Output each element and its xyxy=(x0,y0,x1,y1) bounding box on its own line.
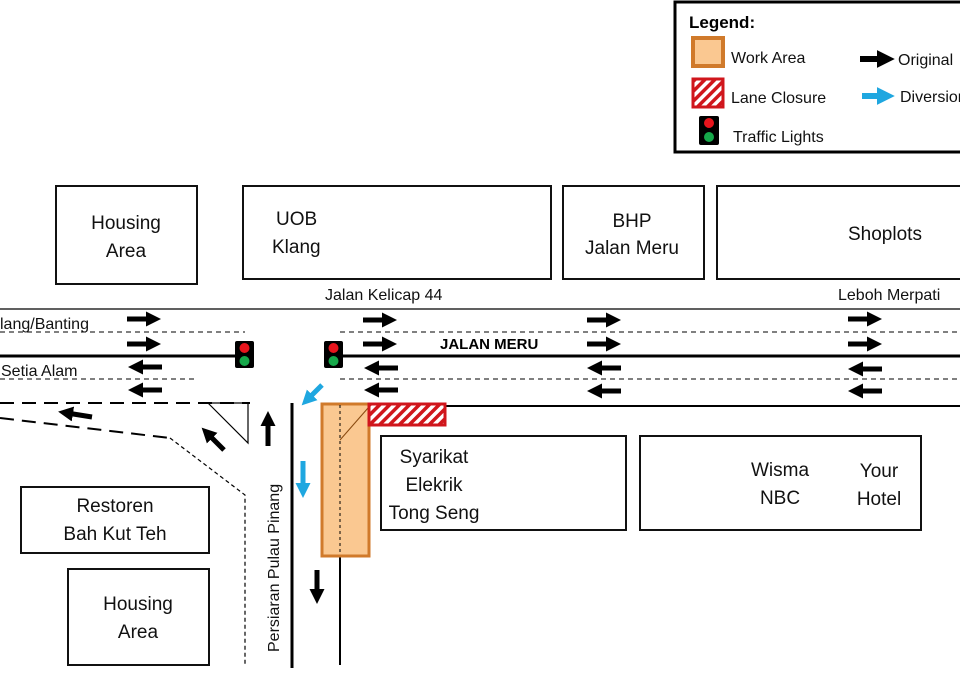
building-label: Your xyxy=(860,461,899,482)
building-label: Elekrik xyxy=(405,475,463,496)
legend-diversion: Diversion xyxy=(900,89,960,106)
traffic-light-icon xyxy=(235,341,254,368)
building-label: Hotel xyxy=(857,489,901,510)
diversion-arrows xyxy=(295,383,324,498)
road-label-persiaran-pulau-pinang: Persiaran Pulau Pinang xyxy=(266,484,283,652)
building-restoren: Restoren Bah Kut Teh xyxy=(20,486,210,554)
building-label: Housing xyxy=(103,594,173,615)
building-syarikat: Syarikat Elekrik Tong Seng xyxy=(380,435,627,531)
building-housing-top: Housing Area xyxy=(55,185,198,285)
road-label-klang-banting: lang/Banting xyxy=(0,316,89,333)
legend-traffic-lights: Traffic Lights xyxy=(733,129,824,146)
work-area-swatch xyxy=(691,36,725,68)
traffic-island xyxy=(207,402,249,445)
original-flow-arrows xyxy=(58,311,882,604)
road-label-jalan-meru: JALAN MERU xyxy=(440,336,538,353)
diversion-arrow-icon xyxy=(301,383,324,406)
road-markings xyxy=(0,308,960,668)
lane-closure xyxy=(367,402,447,427)
building-label: BHP xyxy=(612,211,651,232)
slip-road-edge xyxy=(0,417,171,439)
arrow-west-icon xyxy=(58,406,93,422)
building-label: NBC xyxy=(760,488,800,509)
building-label: Bah Kut Teh xyxy=(63,524,166,545)
building-shoplots: Shoplots xyxy=(716,185,960,280)
road-label-setia-alam: Setia Alam xyxy=(1,363,77,380)
slip-road-edge xyxy=(169,437,246,665)
building-housing-bottom: Housing Area xyxy=(67,568,210,666)
building-label: Shoplots xyxy=(848,224,922,245)
building-wisma-nbc: Wisma NBC Your Hotel xyxy=(639,435,922,531)
lane-closure-swatch xyxy=(691,77,725,109)
traffic-light-icon xyxy=(324,341,343,368)
building-label: Housing xyxy=(91,213,161,234)
legend-lane-closure: Lane Closure xyxy=(731,90,826,107)
legend-box xyxy=(673,0,960,154)
building-label: Syarikat xyxy=(400,447,469,468)
building-label: Area xyxy=(118,622,159,643)
work-area xyxy=(320,402,371,558)
building-bhp: BHP Jalan Meru xyxy=(562,185,705,280)
building-label: Tong Seng xyxy=(389,503,480,524)
arrow-northwest-icon xyxy=(201,427,226,452)
building-label: UOB xyxy=(276,209,317,230)
legend-original: Original xyxy=(898,52,953,69)
building-uob: UOB Klang xyxy=(242,185,552,280)
building-label: Wisma xyxy=(751,460,809,481)
legend: Legend: Work Area Lane Closure Traffic L… xyxy=(673,0,960,154)
building-label: Klang xyxy=(272,237,321,258)
traffic-light-icon xyxy=(699,116,719,145)
legend-work-area: Work Area xyxy=(731,50,806,67)
building-label: Jalan Meru xyxy=(585,238,679,259)
road-label-leboh-merpati: Leboh Merpati xyxy=(838,287,940,304)
building-label: Restoren xyxy=(76,496,153,517)
legend-title: Legend: xyxy=(689,13,755,32)
building-label: Area xyxy=(106,241,147,262)
road-label-jalan-kelicap: Jalan Kelicap 44 xyxy=(325,287,443,304)
